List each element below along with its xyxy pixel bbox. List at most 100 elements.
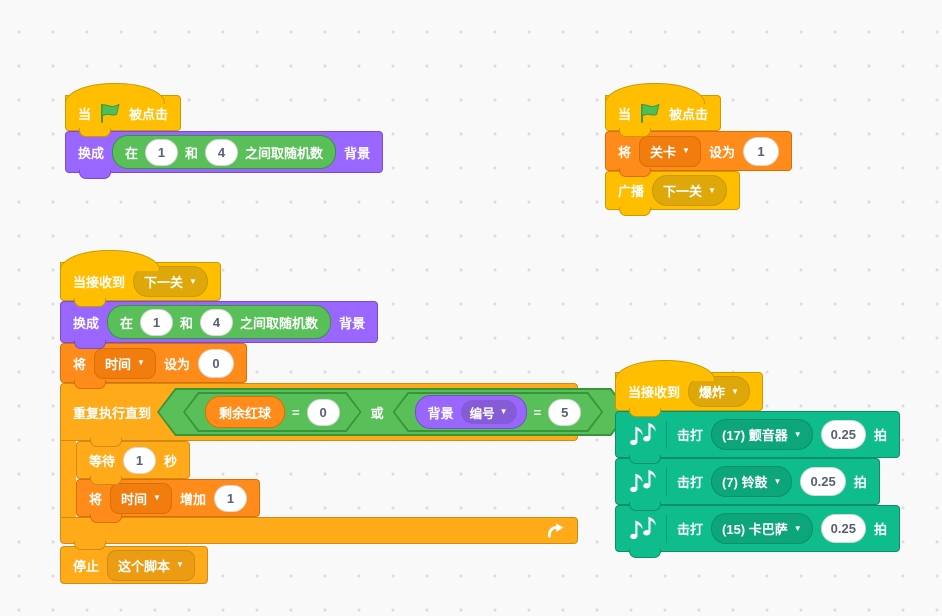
broadcast-block[interactable]: 广播 下一关 ▼ — [605, 171, 740, 216]
dropdown-caret-icon: ▼ — [793, 523, 802, 533]
repeat-until-bottom-arm[interactable] — [60, 517, 578, 550]
icon-divider — [666, 420, 667, 449]
value-input[interactable]: 0 — [197, 348, 234, 378]
when-label: 当 — [618, 106, 632, 122]
variable-name: 时间 — [121, 491, 148, 507]
when-flag-clicked-block[interactable]: 当 被点击 — [605, 83, 722, 137]
play-drum-block[interactable]: 击打 (7) 铃鼓 ▼ 0.25 拍 — [615, 458, 880, 511]
music-notes-icon — [630, 422, 656, 445]
backdrop-attr-name: 编号 — [469, 406, 495, 421]
equals-operator[interactable]: 剩余红球 = 0 — [183, 392, 362, 432]
beats-unit-label: 拍 — [873, 428, 887, 443]
block-tab — [619, 128, 651, 137]
equals-sign: = — [292, 404, 300, 420]
to-label: 设为 — [163, 356, 190, 372]
variable-dropdown[interactable]: 时间 ▼ — [94, 347, 156, 379]
backdrop-attr-dropdown[interactable]: 编号 ▼ — [460, 400, 517, 424]
clicked-label: 被点击 — [129, 106, 169, 122]
block-tab — [79, 170, 111, 179]
set-variable-block[interactable]: 将 关卡 ▼ 设为 1 — [605, 131, 792, 177]
random-number-reporter[interactable]: 在 1 和 4 之间取随机数 — [112, 135, 337, 169]
block-tab — [629, 455, 661, 464]
stop-block[interactable]: 停止 这个脚本 ▼ — [60, 546, 208, 584]
random-min-input[interactable]: 1 — [145, 138, 179, 166]
switch-backdrop-block[interactable]: 换成 在 1 和 4 之间取随机数 背景 — [60, 301, 379, 349]
to-label: 设为 — [708, 144, 735, 160]
backdrop-label: 背景 — [344, 145, 371, 161]
when-receive-block[interactable]: 当接收到 爆炸 ▼ — [615, 360, 763, 417]
play-drum-block[interactable]: 击打 (17) 颤音器 ▼ 0.25 拍 — [615, 411, 900, 464]
drum-dropdown[interactable]: (15) 卡巴萨 ▼ — [711, 513, 813, 544]
random-number-reporter[interactable]: 在 1 和 4 之间取随机数 — [107, 305, 332, 339]
beats-input[interactable]: 0.25 — [820, 514, 866, 543]
random-min-input[interactable]: 1 — [140, 308, 174, 336]
value-input[interactable]: 1 — [742, 136, 779, 166]
compare-value-input[interactable]: 5 — [548, 398, 582, 426]
drum-dropdown[interactable]: (17) 颤音器 ▼ — [711, 419, 813, 450]
play-drum-block[interactable]: 击打 (15) 卡巴萨 ▼ 0.25 拍 — [615, 505, 900, 558]
drum-name: (17) 颤音器 — [722, 428, 788, 443]
play-drum-label: 击打 — [677, 428, 704, 443]
hat-dome — [60, 250, 160, 271]
music-notes-icon — [630, 516, 656, 539]
random-max-input[interactable]: 4 — [200, 308, 234, 336]
stop-label: 停止 — [73, 558, 100, 574]
or-operator[interactable]: 剩余红球 = 0 或 背景 编号 ▼ — [157, 388, 629, 436]
random-max-input[interactable]: 4 — [205, 138, 239, 166]
dropdown-caret-icon: ▼ — [731, 386, 739, 396]
block-tab — [90, 514, 122, 523]
drum-dropdown[interactable]: (7) 铃鼓 ▼ — [711, 466, 793, 497]
drum-name: (7) 铃鼓 — [722, 475, 768, 490]
broadcast-dropdown[interactable]: 下一关 ▼ — [652, 175, 727, 206]
block-tab — [629, 549, 661, 558]
broadcast-label: 广播 — [618, 184, 645, 199]
block-tab — [74, 298, 106, 307]
play-drum-label: 击打 — [677, 475, 704, 490]
compare-value-input[interactable]: 0 — [306, 398, 340, 426]
repeat-until-spine — [60, 440, 76, 518]
block-tab — [74, 340, 106, 349]
backdrop-label: 背景 — [339, 315, 366, 331]
seconds-label: 秒 — [164, 453, 178, 469]
change-variable-block[interactable]: 将 时间 ▼ 增加 1 — [76, 479, 260, 523]
when-receive-block[interactable]: 当接收到 下一关 ▼ — [60, 250, 221, 307]
block-tab — [74, 380, 106, 389]
random-and-label: 和 — [180, 315, 194, 331]
beats-input[interactable]: 0.25 — [820, 420, 866, 449]
variable-name: 时间 — [105, 356, 132, 372]
dropdown-caret-icon: ▼ — [793, 429, 802, 439]
broadcast-message: 下一关 — [144, 275, 184, 290]
beats-unit-label: 拍 — [853, 475, 867, 490]
equals-sign: = — [533, 404, 542, 420]
variable-dropdown[interactable]: 关卡 ▼ — [639, 135, 701, 167]
when-receive-label: 当接收到 — [628, 385, 681, 400]
remaining-red-balls-variable[interactable]: 剩余红球 — [205, 396, 286, 428]
when-flag-clicked-block[interactable]: 当 被点击 — [65, 83, 182, 137]
stop-option: 这个脚本 — [118, 558, 171, 574]
variable-dropdown[interactable]: 时间 ▼ — [110, 482, 172, 514]
green-flag-icon — [641, 103, 660, 123]
set-label: 将 — [73, 356, 87, 372]
hat-dome — [605, 83, 705, 104]
set-label: 将 — [618, 144, 632, 160]
backdrop-reporter-label: 背景 — [427, 405, 454, 421]
beats-input[interactable]: 0.25 — [800, 467, 846, 496]
wait-seconds-input[interactable]: 1 — [123, 446, 157, 474]
dropdown-caret-icon: ▼ — [176, 560, 184, 569]
equals-operator[interactable]: 背景 编号 ▼ = 5 — [393, 392, 604, 432]
dropdown-caret-icon: ▼ — [708, 185, 716, 195]
value-input[interactable]: 1 — [213, 484, 247, 512]
backdrop-number-reporter[interactable]: 背景 编号 ▼ — [414, 395, 527, 429]
stop-option-dropdown[interactable]: 这个脚本 ▼ — [107, 549, 195, 581]
set-label: 将 — [89, 491, 103, 507]
music-notes-icon — [630, 469, 656, 492]
wait-block[interactable]: 等待 1 秒 — [76, 441, 191, 485]
broadcast-dropdown[interactable]: 爆炸 ▼ — [688, 376, 750, 407]
dropdown-caret-icon: ▼ — [153, 493, 161, 502]
broadcast-dropdown[interactable]: 下一关 ▼ — [133, 266, 208, 297]
switch-backdrop-block[interactable]: 换成 在 1 和 4 之间取随机数 背景 — [65, 131, 384, 179]
repeat-until-block[interactable]: 重复执行直到 剩余红球 = 0 或 — [60, 383, 578, 447]
set-variable-block[interactable]: 将 时间 ▼ 设为 0 — [60, 343, 247, 389]
dropdown-caret-icon: ▼ — [137, 358, 145, 367]
